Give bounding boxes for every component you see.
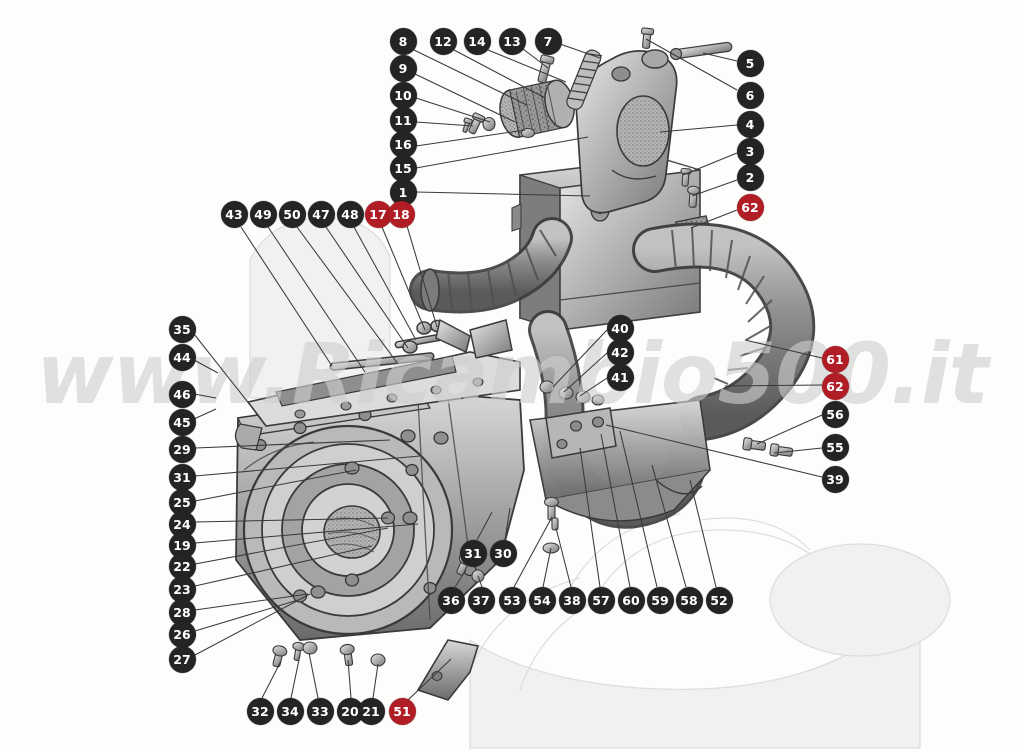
callout-badge-55[interactable]: 55 xyxy=(821,433,849,461)
callout-badge-4[interactable]: 4 xyxy=(736,110,764,138)
callout-badge-53[interactable]: 53 xyxy=(498,586,526,614)
callout-badge-42[interactable]: 42 xyxy=(606,338,634,366)
callout-badge-52[interactable]: 52 xyxy=(705,586,733,614)
callout-badge-11[interactable]: 11 xyxy=(389,106,417,134)
callout-badge-13[interactable]: 13 xyxy=(498,27,526,55)
callout-badge-33[interactable]: 33 xyxy=(306,697,334,725)
callout-badge-8[interactable]: 8 xyxy=(389,27,417,55)
callout-badge-41[interactable]: 41 xyxy=(606,363,634,391)
callout-badge-17[interactable]: 17 xyxy=(364,200,392,228)
callout-badge-6[interactable]: 6 xyxy=(736,81,764,109)
callout-badge-59[interactable]: 59 xyxy=(646,586,674,614)
callout-badge-46[interactable]: 46 xyxy=(168,380,196,408)
callout-badge-39[interactable]: 39 xyxy=(821,465,849,493)
callout-badge-44[interactable]: 44 xyxy=(168,343,196,371)
callout-badge-22[interactable]: 22 xyxy=(168,552,196,580)
callout-badge-32[interactable]: 32 xyxy=(246,697,274,725)
callout-badge-49[interactable]: 49 xyxy=(249,200,277,228)
callout-badge-54[interactable]: 54 xyxy=(528,586,556,614)
callout-badge-14[interactable]: 14 xyxy=(463,27,491,55)
callout-badge-26[interactable]: 26 xyxy=(168,620,196,648)
callout-badge-60[interactable]: 60 xyxy=(617,586,645,614)
callout-badge-47[interactable]: 47 xyxy=(307,200,335,228)
callout-badge-57[interactable]: 57 xyxy=(587,586,615,614)
callout-badge-24[interactable]: 24 xyxy=(168,510,196,538)
callout-badge-29[interactable]: 29 xyxy=(168,435,196,463)
callout-badge-27[interactable]: 27 xyxy=(168,645,196,673)
callout-badge-12[interactable]: 12 xyxy=(429,27,457,55)
callout-badge-50[interactable]: 50 xyxy=(278,200,306,228)
callout-badge-56[interactable]: 56 xyxy=(821,400,849,428)
callout-badge-3[interactable]: 3 xyxy=(736,137,764,165)
callout-badge-9[interactable]: 9 xyxy=(389,54,417,82)
callout-badge-31[interactable]: 31 xyxy=(168,463,196,491)
callout-badge-10[interactable]: 10 xyxy=(389,81,417,109)
callout-badge-62[interactable]: 62 xyxy=(736,193,764,221)
callout-badge-23[interactable]: 23 xyxy=(168,575,196,603)
callout-badge-45[interactable]: 45 xyxy=(168,408,196,436)
callout-badge-34[interactable]: 34 xyxy=(276,697,304,725)
callout-badge-51[interactable]: 51 xyxy=(388,697,416,725)
callout-badge-5[interactable]: 5 xyxy=(736,49,764,77)
callout-badge-40[interactable]: 40 xyxy=(606,314,634,342)
callout-badge-61[interactable]: 61 xyxy=(821,345,849,373)
callout-badge-37[interactable]: 37 xyxy=(467,586,495,614)
callout-badge-30[interactable]: 30 xyxy=(489,539,517,567)
callout-badge-35[interactable]: 35 xyxy=(168,315,196,343)
callout-badge-16[interactable]: 16 xyxy=(389,130,417,158)
callout-badge-18[interactable]: 18 xyxy=(387,200,415,228)
callout-badge-15[interactable]: 15 xyxy=(389,154,417,182)
callout-badge-21[interactable]: 21 xyxy=(357,697,385,725)
callout-badge-2[interactable]: 2 xyxy=(736,163,764,191)
callout-badge-62[interactable]: 62 xyxy=(821,372,849,400)
callout-badge-48[interactable]: 48 xyxy=(336,200,364,228)
callout-badge-38[interactable]: 38 xyxy=(558,586,586,614)
callout-badge-58[interactable]: 58 xyxy=(675,586,703,614)
callout-badge-43[interactable]: 43 xyxy=(220,200,248,228)
callout-badge-7[interactable]: 7 xyxy=(534,27,562,55)
callout-badge-36[interactable]: 36 xyxy=(437,586,465,614)
callout-badge-31[interactable]: 31 xyxy=(459,539,487,567)
